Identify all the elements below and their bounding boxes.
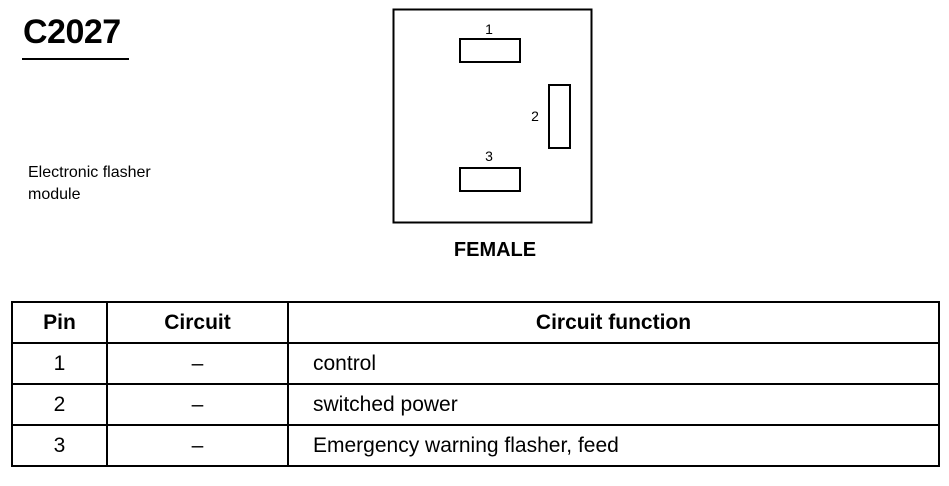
table-header-row: Pin Circuit Circuit function (11, 301, 940, 344)
cell-circuit: – (106, 342, 289, 385)
cell-circuit: – (106, 424, 289, 467)
cell-function: control (287, 342, 940, 385)
connector-id-underline (22, 58, 129, 60)
cell-function: switched power (287, 383, 940, 426)
pin-2-terminal (548, 84, 571, 149)
connector-id: C2027 (23, 13, 121, 51)
description-line-2: module (28, 186, 81, 203)
cell-function: Emergency warning flasher, feed (287, 424, 940, 467)
table-row: 1 – control (11, 342, 940, 385)
description-line-1: Electronic flasher (28, 164, 151, 181)
pin-3-terminal (459, 167, 521, 192)
table-row: 3 – Emergency warning flasher, feed (11, 424, 940, 467)
cell-pin: 3 (11, 424, 108, 467)
connector-outline (392, 8, 593, 224)
header-pin: Pin (11, 301, 108, 344)
table-row: 2 – switched power (11, 383, 940, 426)
pin-2-label: 2 (531, 108, 539, 124)
header-circuit: Circuit (106, 301, 289, 344)
connector-face-diagram: 1 2 3 (392, 8, 593, 224)
cell-circuit: – (106, 383, 289, 426)
connector-description: Electronic flasher module (28, 162, 188, 206)
cell-pin: 1 (11, 342, 108, 385)
pin-1-terminal (459, 38, 521, 63)
cell-pin: 2 (11, 383, 108, 426)
view-label: FEMALE (453, 239, 537, 261)
pin-3-label: 3 (485, 148, 493, 164)
pin-1-label: 1 (485, 21, 493, 37)
header-circuit-function: Circuit function (287, 301, 940, 344)
pinout-table: Pin Circuit Circuit function 1 – control… (11, 301, 940, 467)
